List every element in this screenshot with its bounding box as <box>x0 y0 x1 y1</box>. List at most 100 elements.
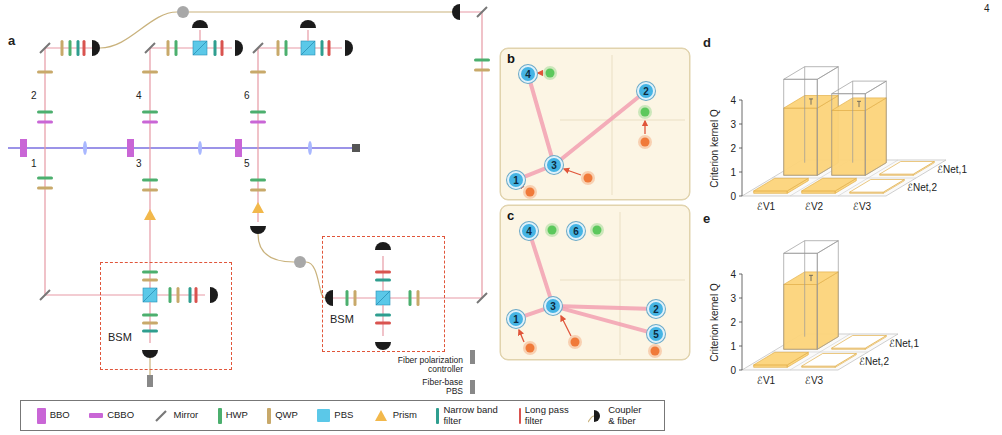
optic-plate <box>142 314 158 317</box>
tick-label: 3 <box>730 119 736 130</box>
category-label: ℰNet,2 <box>907 182 937 193</box>
tick-label: 1 <box>730 341 736 352</box>
faint-beam <box>560 280 685 281</box>
photon-dot <box>526 344 535 353</box>
photon-circle: 1 <box>507 171 525 189</box>
value-bar <box>832 111 866 176</box>
optic-plate <box>214 40 217 56</box>
optic-plate <box>277 40 280 56</box>
photon-dot-halo <box>648 344 662 358</box>
optic-plate <box>474 59 490 62</box>
zero-bar <box>850 180 905 193</box>
panel-letter: c <box>507 208 514 223</box>
fiber-coupler <box>92 40 100 56</box>
node-label: 2 <box>653 304 659 315</box>
optic-plate <box>37 111 53 114</box>
bound-box <box>865 81 886 175</box>
mirror <box>477 293 487 303</box>
axis-title: Criterion kernel Q <box>708 109 719 187</box>
value-bar <box>817 272 838 349</box>
error-bar <box>811 99 812 105</box>
pbs-diagonal <box>193 41 207 55</box>
bound-box <box>784 79 818 175</box>
prism-symbol <box>375 410 387 421</box>
legend-item: CBBO <box>89 410 134 420</box>
polarization-controller <box>470 350 475 364</box>
bound-box <box>852 81 853 163</box>
zero-bar <box>832 336 887 349</box>
value-bar <box>754 191 788 193</box>
category-label: ℰV1 <box>757 201 775 212</box>
photon-dot <box>584 174 593 183</box>
pbs-diagonal <box>376 291 390 305</box>
fiber-coupler <box>142 350 158 358</box>
photon-dot-halo <box>545 223 559 237</box>
optic-plate <box>375 271 391 274</box>
bbo-crystal <box>235 139 242 157</box>
node-label: 1 <box>513 314 519 325</box>
axis-tick <box>739 100 742 101</box>
optic-plate <box>354 290 357 306</box>
callout-number: 5 <box>244 158 250 169</box>
optic-plate <box>177 287 180 303</box>
legend-item: Long pass filter <box>519 405 569 426</box>
legend-item: QWP <box>267 408 298 424</box>
photon-dot-halo <box>581 171 595 185</box>
photon-dot-halo <box>638 105 652 119</box>
fiber-coupler <box>250 226 266 234</box>
optic-plate <box>474 69 490 72</box>
legend-icon <box>373 408 389 424</box>
mirror <box>40 290 50 300</box>
photon-path <box>45 48 92 148</box>
legend-label: Narrow band filter <box>443 405 499 426</box>
photon-dot <box>593 226 602 235</box>
pump-beam <box>8 147 352 149</box>
beam-dump <box>352 144 360 152</box>
photon-dot <box>546 69 555 78</box>
value-bar <box>784 272 839 285</box>
page-number: 4 <box>984 3 990 14</box>
optic-plate <box>285 40 288 56</box>
error-bar <box>859 101 860 107</box>
node-label: BSM <box>330 313 354 325</box>
pbs-diagonal <box>301 41 315 55</box>
node-label: 3 <box>551 160 557 171</box>
bound-box <box>784 241 839 254</box>
node-label: 5 <box>653 329 659 340</box>
bound-box <box>817 241 838 350</box>
mirror <box>40 43 50 53</box>
optic-plate <box>250 189 266 192</box>
bound-box <box>784 253 818 349</box>
legend-swatch <box>267 408 271 424</box>
optic-plate <box>250 179 266 182</box>
optic-plate <box>77 40 80 56</box>
optic-plate <box>328 40 331 56</box>
legend-swatch <box>436 408 439 424</box>
axis-tick <box>739 148 742 149</box>
optic-plate <box>83 40 86 56</box>
faint-beam <box>612 55 613 195</box>
inset-panel: b4231 <box>500 48 690 200</box>
photon-circle: 4 <box>520 222 538 240</box>
panel-background <box>500 205 690 360</box>
value-bar <box>832 98 887 111</box>
optic-plate <box>346 290 349 306</box>
optic-plate <box>37 177 53 180</box>
fiber-loop <box>294 256 306 268</box>
panel-background <box>500 48 690 200</box>
photon-path <box>150 48 232 148</box>
legend-swatch <box>519 408 521 424</box>
legend-label: BBO <box>50 410 70 420</box>
fiber-symbol <box>588 416 594 422</box>
optic-plate <box>142 179 158 182</box>
node-label: 4 <box>526 226 532 237</box>
bound-box <box>804 241 805 337</box>
faint-beam <box>560 120 685 121</box>
legend-icon <box>153 408 169 424</box>
value-bar <box>754 178 809 191</box>
error-bar <box>857 101 861 102</box>
optic-plate <box>169 287 172 303</box>
legend-label: Mirror <box>173 410 198 420</box>
link-line <box>532 241 550 297</box>
node-label: 3 <box>550 301 556 312</box>
